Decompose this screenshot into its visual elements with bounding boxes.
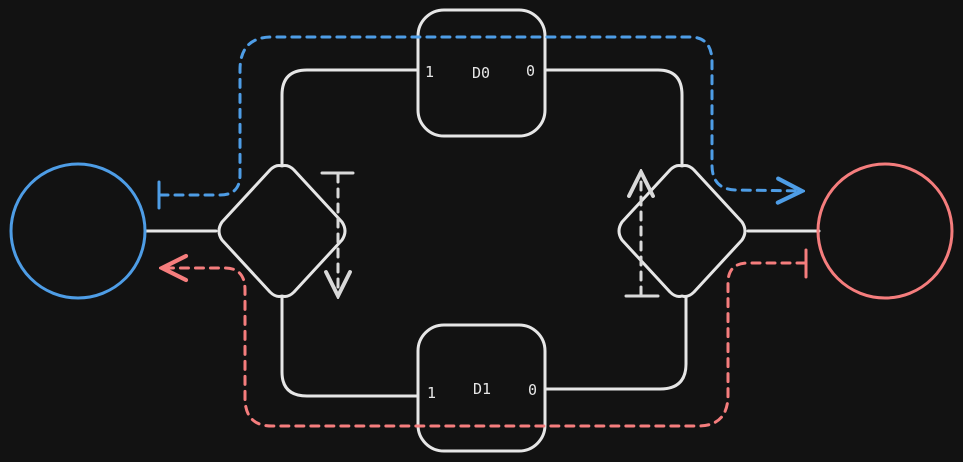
split-diamond: [217, 164, 347, 298]
box-d1-rect: [416, 323, 547, 453]
box-d0-right-port: 0: [526, 62, 535, 80]
box-d1-left-port: 1: [427, 384, 436, 402]
box-d1-right-port: 0: [528, 381, 537, 399]
right-node: [816, 162, 954, 300]
left-node: [9, 162, 147, 300]
merge-up-arrow: [624, 172, 660, 298]
box-d1-title: D1: [473, 380, 491, 398]
box-d1: 1 D1 0: [416, 323, 547, 453]
box-d0-rect: [416, 8, 547, 138]
red-dashed-path: [162, 248, 808, 428]
split-down-arrow: [320, 171, 355, 296]
box-d0-left-port: 1: [425, 63, 434, 81]
blue-dashed-path: [157, 35, 802, 210]
merge-diamond: [617, 164, 747, 298]
wire-d1-to-merge: [544, 296, 688, 391]
blue-path-line: [158, 35, 802, 195]
wires: [144, 68, 821, 398]
box-d0-title: D0: [472, 64, 490, 82]
wire-split-to-d0: [280, 68, 420, 166]
wire-d0-to-merge: [544, 68, 684, 167]
red-path-line: [162, 263, 807, 428]
wire-split-to-d1: [280, 296, 420, 398]
box-d0: 1 D0 0: [416, 8, 547, 138]
